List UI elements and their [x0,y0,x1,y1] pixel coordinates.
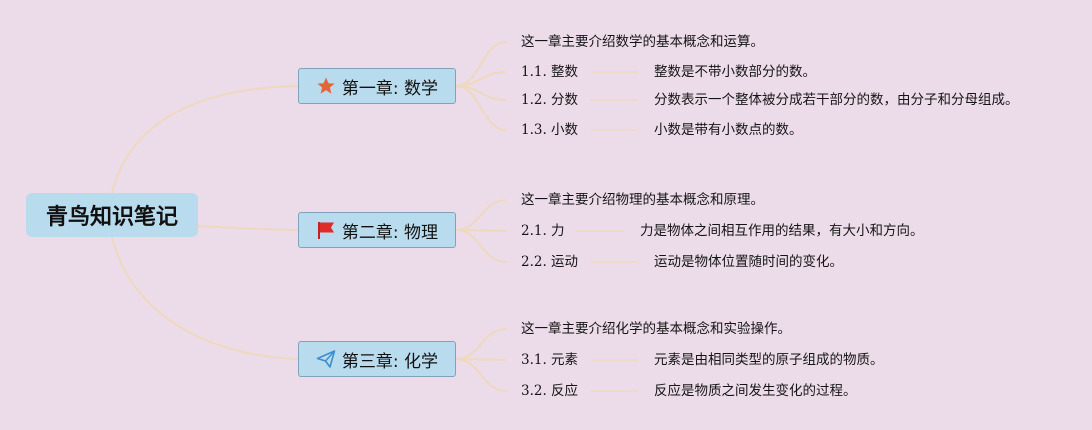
topic-label: 2.1. 力 [521,223,565,239]
chapter-node-chemistry[interactable]: 第三章: 化学 [298,341,456,377]
chapter-intro: 这一章主要介绍物理的基本概念和原理。 [521,192,764,208]
topic-description: 分数表示一个整体被分成若干部分的数，由分子和分母组成。 [654,92,1019,108]
root-label: 青鸟知识笔记 [45,205,178,230]
root-node[interactable]: 青鸟知识笔记 [26,193,198,237]
chapter-intro: 这一章主要介绍数学的基本概念和运算。 [521,34,764,50]
topic-description: 小数是带有小数点的数。 [654,122,803,138]
chapter-title: 第一章: 数学 [341,78,439,99]
paper-plane-icon [316,349,336,369]
topic-label: 1.1. 整数 [521,64,579,80]
topic-description: 整数是不带小数部分的数。 [654,64,816,80]
topic-label: 1.3. 小数 [521,122,579,138]
star-icon [316,76,336,96]
topic-description: 力是物体之间相互作用的结果，有大小和方向。 [640,223,924,239]
flag-icon [316,220,336,240]
topic-description: 运动是物体位置随时间的变化。 [654,254,843,270]
chapter-node-physics[interactable]: 第二章: 物理 [298,212,456,248]
chapter-title: 第二章: 物理 [341,222,439,243]
chapter-intro: 这一章主要介绍化学的基本概念和实验操作。 [521,321,791,337]
topic-label: 3.2. 反应 [521,383,579,399]
topic-label: 3.1. 元素 [521,352,579,368]
topic-description: 反应是物质之间发生变化的过程。 [654,383,857,399]
topic-label: 2.2. 运动 [521,254,579,270]
topic-label: 1.2. 分数 [521,92,579,108]
chapter-node-math[interactable]: 第一章: 数学 [298,68,456,104]
topic-description: 元素是由相同类型的原子组成的物质。 [654,352,884,368]
chapter-title: 第三章: 化学 [341,351,439,372]
